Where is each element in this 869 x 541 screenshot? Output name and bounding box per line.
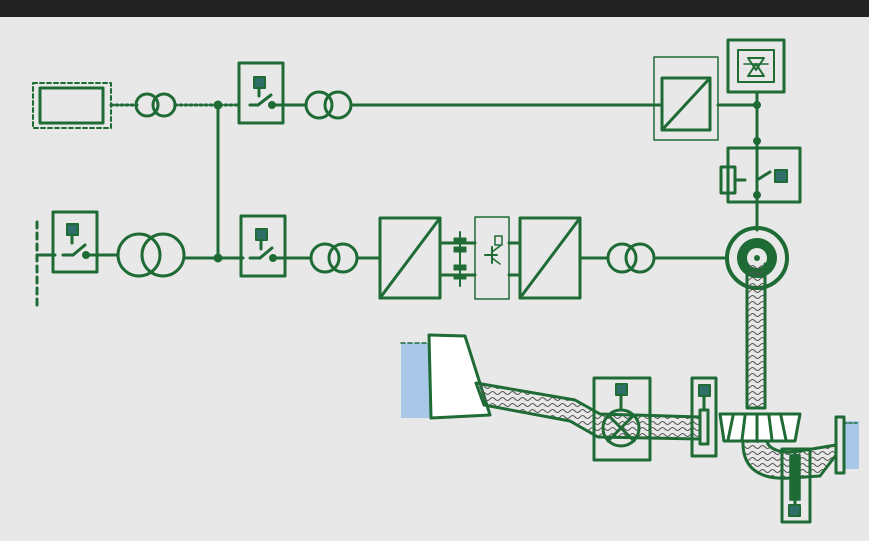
igbt-module [474, 216, 510, 300]
circuit-breaker-lower-left [51, 210, 99, 274]
inlet-valve [592, 376, 652, 462]
hydropower-single-line-diagram [32, 38, 860, 524]
generator-shaft [745, 262, 767, 410]
transformer-main [116, 232, 186, 278]
ac-dc-converter [378, 216, 442, 300]
resistor-switch [719, 146, 802, 204]
tailwater [843, 421, 859, 469]
spiral-turbine [718, 412, 802, 443]
transformer-upper [304, 90, 353, 120]
diagram-canvas [0, 17, 869, 541]
grid-feed-box [32, 82, 112, 129]
transformer-upper-left [134, 92, 177, 118]
header-bar [0, 0, 869, 17]
transformer-generator [606, 242, 656, 274]
tailwater-gate [834, 415, 846, 475]
transformer-lower [309, 242, 359, 274]
circuit-breaker-lower [239, 214, 287, 278]
penstock [474, 381, 702, 441]
reservoir [401, 343, 431, 418]
junction [213, 100, 223, 110]
junction [753, 137, 761, 145]
thyristor-module [726, 38, 786, 94]
junction [753, 101, 761, 109]
ac-dc-converter-upper [653, 56, 719, 141]
draft-tube-valve [780, 447, 812, 524]
dc-ac-converter [518, 216, 582, 300]
circuit-breaker-upper [237, 61, 285, 125]
dc-link-capacitor [453, 231, 467, 287]
wicket-gate [690, 376, 718, 458]
dam [427, 333, 492, 420]
